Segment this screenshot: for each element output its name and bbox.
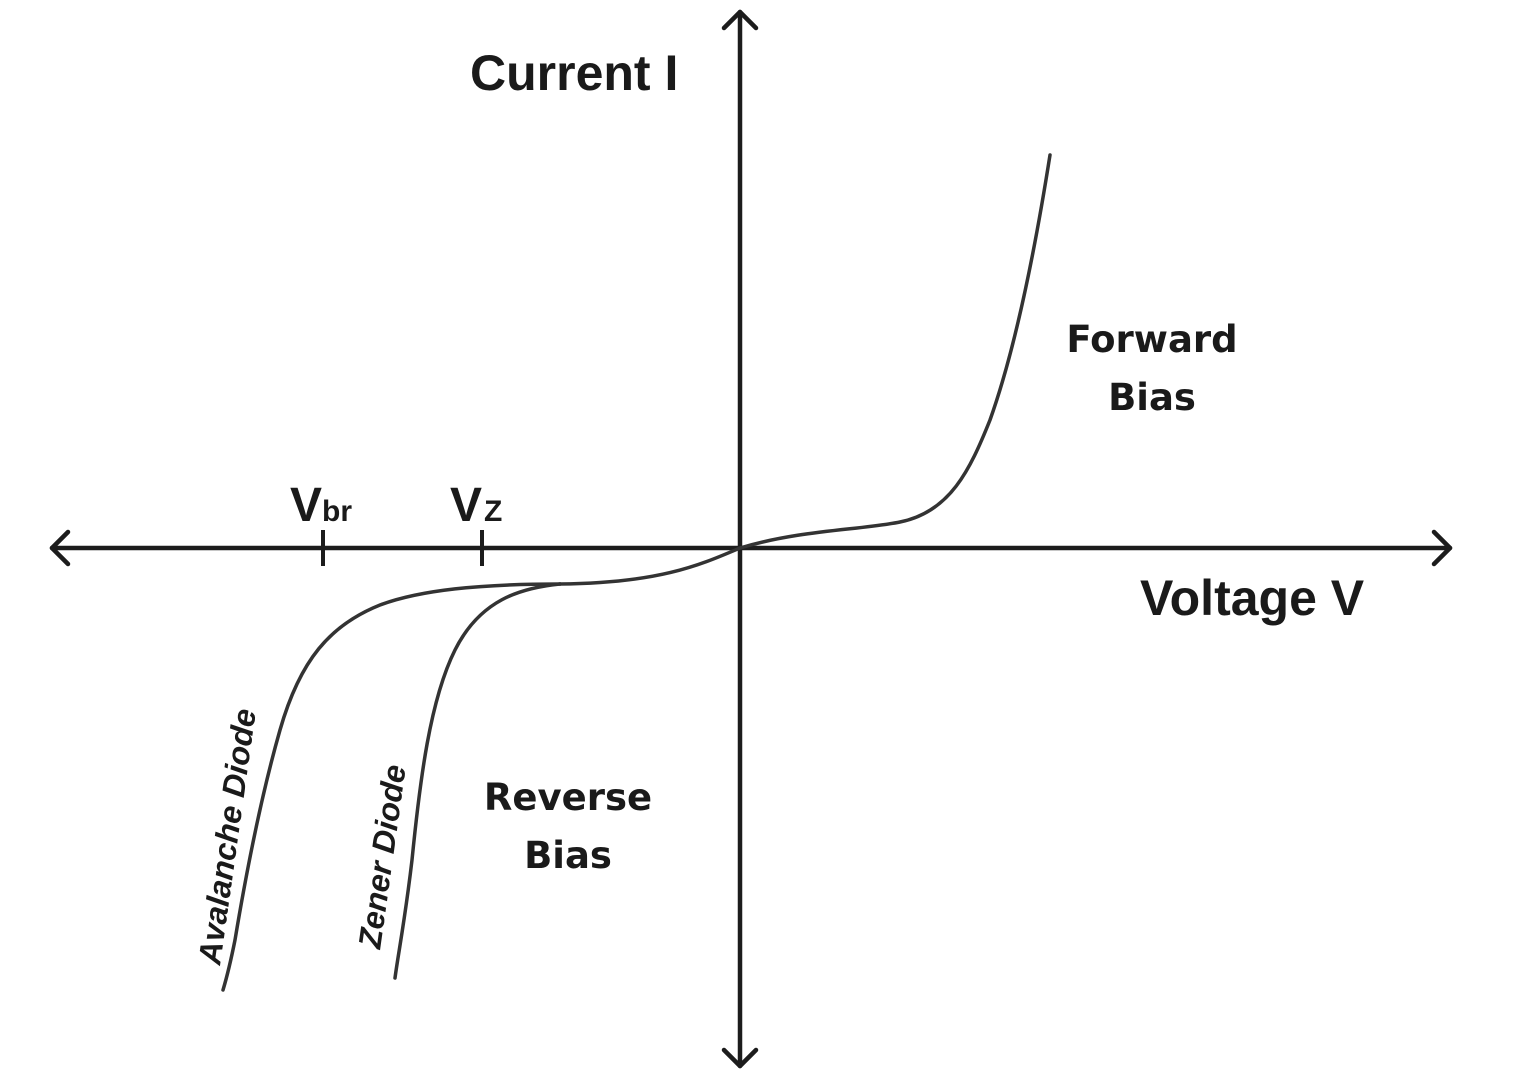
voltage-axis-label: Voltage V [1140,570,1365,626]
forward-bias-label-line1: Forward [1066,318,1237,361]
current-axis-bottom-arrow [721,1047,759,1069]
forward-bias-label-line2: Bias [1108,376,1196,419]
zener-voltage-main: V [450,479,482,532]
zener-diode-curve [393,582,562,980]
avalanche-diode-label: Avalanche Diode [191,706,263,967]
voltage-axis-right-arrow [1431,529,1453,567]
reverse-bias-label-line1: Reverse [484,776,652,819]
breakdown-voltage-subscript: br [322,495,352,528]
breakdown-voltage-main: V [290,479,322,532]
forward-bias-curve [738,153,1052,550]
current-axis-top-arrow [721,9,759,31]
voltage-axis-left-arrow [49,529,71,567]
zener-voltage-label: VZ [450,479,502,532]
reverse-leakage-curve [558,546,742,586]
breakdown-voltage-label: Vbr [290,479,352,532]
current-axis-label: Current I [470,45,678,101]
avalanche-diode-curve [221,582,562,992]
zener-voltage-subscript: Z [484,495,502,528]
reverse-bias-label-line2: Bias [524,834,612,877]
